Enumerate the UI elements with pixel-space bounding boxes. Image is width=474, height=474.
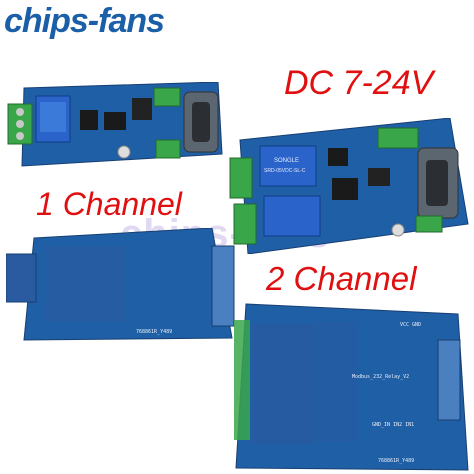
two-channel-board-bottom: VCC GND Modbus_232_Relay_V2 GND_IN IN2 I…: [234, 303, 469, 471]
in-labels: GND_IN IN2 IN1: [372, 422, 414, 428]
brand-logo: chips-fans: [4, 2, 165, 40]
relay-label-1: SONGLE: [274, 158, 299, 164]
board-name: Modbus_232_Relay_V2: [352, 374, 409, 380]
board-code-1ch: 768861R_Y489: [136, 329, 172, 335]
one-channel-board-bottom: 768861R_Y489: [6, 228, 235, 341]
voltage-label: DC 7-24V: [284, 64, 434, 102]
one-channel-label: 1 Channel: [36, 186, 182, 222]
relay-model-1: SRD-05VDC-SL-C: [264, 168, 306, 174]
one-channel-board-top: [7, 82, 223, 167]
vcc-gnd-label: VCC GND: [400, 322, 421, 328]
two-channel-board-top: SONGLE SRD-05VDC-SL-C: [229, 118, 469, 254]
two-channel-label: 2 Channel: [266, 260, 417, 297]
board-code-2ch: 768861R_Y489: [378, 458, 414, 464]
